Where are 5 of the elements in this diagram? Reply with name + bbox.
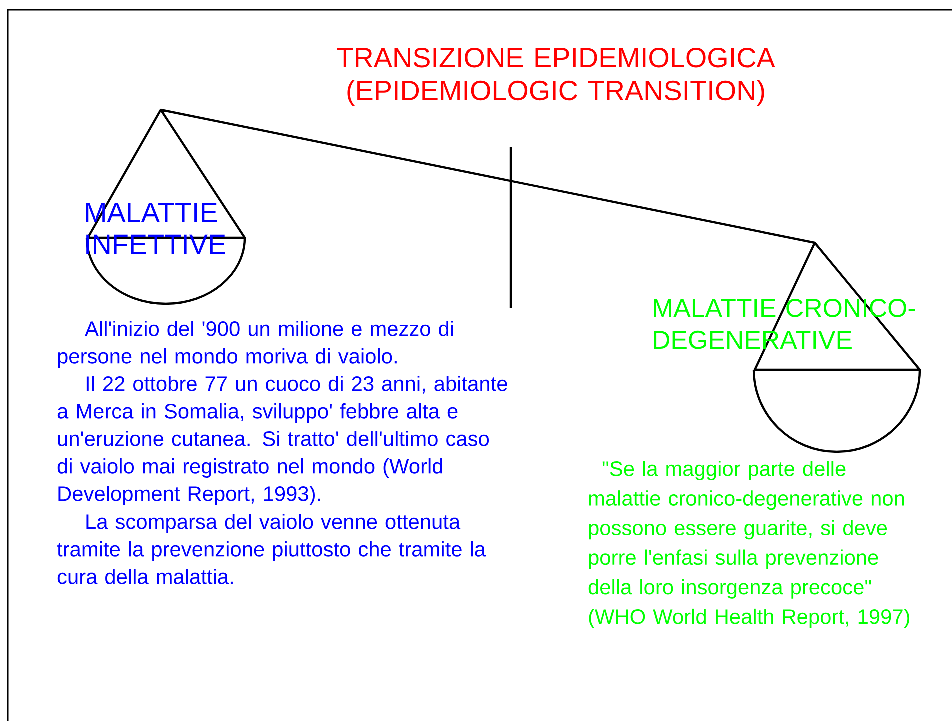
title: TRANSIZIONE EPIDEMIOLOGICA (EPIDEMIOLOGIC TRANSITION) bbox=[337, 48, 776, 106]
quote-text: "Se la maggior parte delle malattie cronico-degenerative non possono essere guarite, si deve porre l'enfasi sulla prevenzione della loro insorgenza precoce" (WHO World Health Report, 1997) bbox=[588, 461, 910, 628]
paragraph: All'inizio del '900 un milione e mezzo di persone nel mondo moriva di vaiolo. bbox=[58, 321, 454, 368]
paragraph: Il 22 ottobre 77 un cuoco di 23 anni, abitante a Merca in Somalia, sviluppo' febbre alta e un'eruzione cutanea. Si tratto' dell'ultimo caso di vaiolo mai registrato nel mondo (World Development Report, 1993). bbox=[58, 376, 508, 506]
paragraph: La scomparsa del vaiolo venne ottenuta tramite la prevenzione piuttosto che tramite la cura della malattia. bbox=[57, 514, 486, 584]
